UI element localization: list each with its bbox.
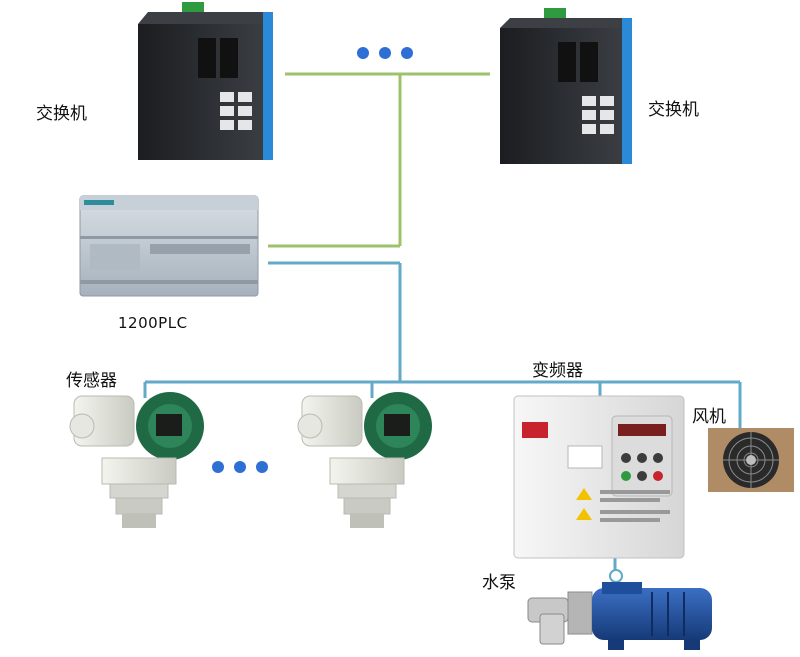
pump-label: 水泵 bbox=[482, 573, 516, 593]
water-pump-icon bbox=[527, 569, 712, 650]
ellipsis-top bbox=[357, 47, 413, 59]
frequency-inverter-icon bbox=[513, 395, 685, 559]
plc-module-icon bbox=[79, 195, 259, 297]
sensor-label: 传感器 bbox=[66, 371, 117, 391]
switch-left-label: 交换机 bbox=[36, 104, 87, 124]
pressure-transmitter-icon bbox=[297, 392, 432, 528]
industrial-ethernet-switch-icon bbox=[138, 2, 273, 160]
field-bus-links bbox=[143, 261, 742, 592]
plc-label: 1200PLC bbox=[118, 314, 188, 332]
fan-label: 风机 bbox=[692, 407, 726, 427]
switch-right-label: 交换机 bbox=[648, 100, 699, 120]
vfd-label: 变频器 bbox=[532, 361, 583, 381]
ellipsis-sensors bbox=[212, 461, 268, 473]
industrial-ethernet-switch-icon bbox=[500, 8, 632, 164]
ethernet-links bbox=[268, 72, 490, 248]
pressure-transmitter-icon bbox=[69, 392, 204, 528]
axial-fan-icon bbox=[708, 428, 794, 492]
